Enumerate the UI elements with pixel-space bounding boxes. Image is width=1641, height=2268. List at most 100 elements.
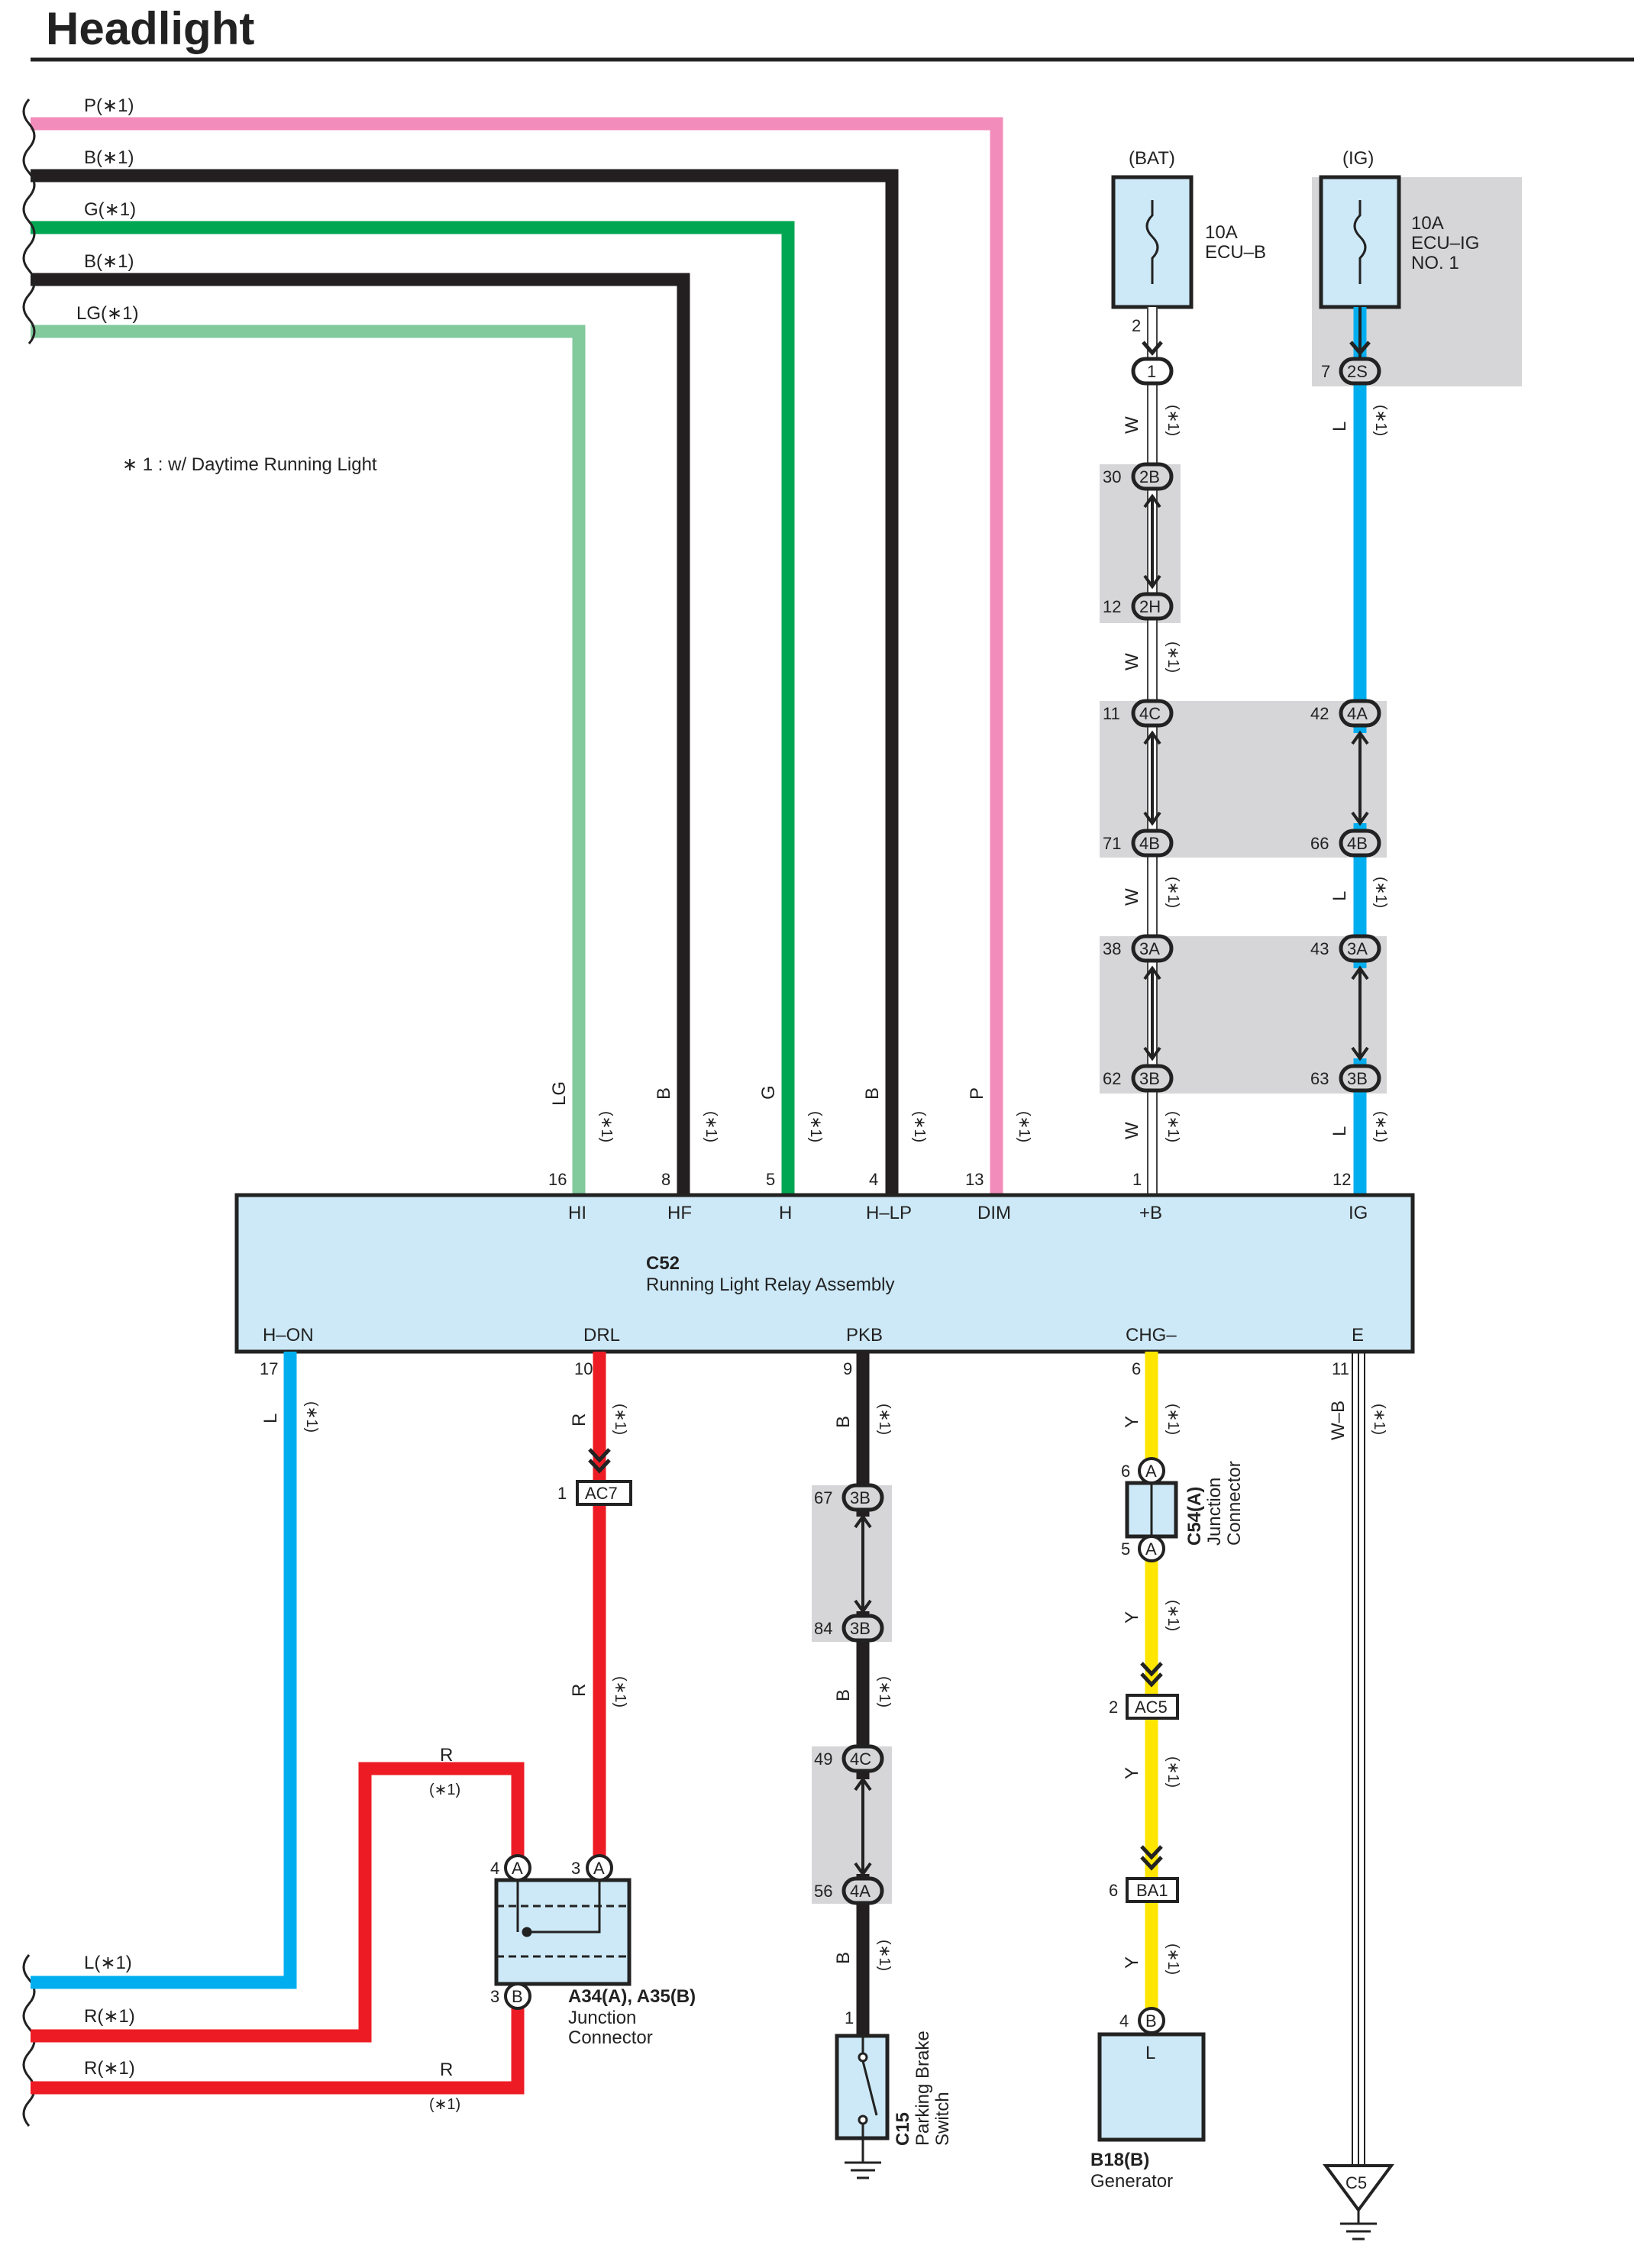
c54-name: C54(A) <box>1184 1487 1205 1546</box>
ig-wire-label-2: L <box>1329 891 1350 901</box>
ig-pin-66: 66 <box>1310 834 1329 853</box>
drl-wire-label-1: R <box>569 1413 590 1426</box>
drl-arrow <box>588 1448 611 1474</box>
ground-c5-icon <box>1323 2164 1394 2213</box>
bat-wire-label-1: W <box>1122 416 1142 434</box>
left-wire-label-l: L(∗1) <box>84 1953 132 1973</box>
wire-black-hlp <box>31 169 899 1195</box>
c54-pin-5-num: 5 <box>1121 1539 1130 1559</box>
ig-wire-label-1: L <box>1329 422 1350 431</box>
chg-wire-label-1: Y <box>1122 1416 1142 1428</box>
pkb-conn-3b-2: 3B <box>850 1619 871 1638</box>
left-wire-label-2: B(∗1) <box>84 147 134 168</box>
harness-breaks <box>22 99 36 2127</box>
wire-blue-hon <box>31 1352 297 1989</box>
bat-arrow <box>1142 341 1163 356</box>
chg-wire-label-3: Y <box>1122 1767 1142 1779</box>
conn-ac7-pin: 1 <box>557 1484 567 1503</box>
pin-name-pkb: PKB <box>846 1325 883 1346</box>
bat-conn-2b: 2B <box>1139 467 1160 486</box>
ig-conn-3b: 3B <box>1347 1069 1368 1088</box>
left-wire-label-4: B(∗1) <box>84 251 134 272</box>
pin-num-1: 1 <box>1132 1170 1142 1189</box>
drl-circuit: R (∗1) AC7 1 R (∗1) R (∗1) R (∗1) R(∗1) … <box>31 1352 696 2113</box>
top-pin-wire-labels: LG (∗1) B (∗1) G (∗1) B (∗1) P (∗1) <box>549 1081 1032 1142</box>
a34-pin-4-num: 4 <box>490 1859 499 1878</box>
conn-ac5-label: AC5 <box>1135 1698 1168 1717</box>
wire-label-lg: LG <box>549 1081 570 1106</box>
pin-num-10: 10 <box>574 1359 593 1378</box>
fuse-ecu-ig-name: ECU–IG <box>1411 233 1479 254</box>
bat-conn-3a: 3A <box>1139 939 1160 958</box>
ig-conn-4b: 4B <box>1347 834 1368 853</box>
ig-conn-3a: 3A <box>1347 939 1368 958</box>
bat-pin-12: 12 <box>1103 597 1121 616</box>
footnote: ∗ 1 : w/ Daytime Running Light <box>122 454 377 475</box>
pin-name-ig: IG <box>1349 1203 1368 1223</box>
generator-id: B18(B) <box>1090 2150 1149 2170</box>
conn-ba1-pin: 6 <box>1109 1881 1118 1900</box>
c54-pin-6-num: 6 <box>1121 1462 1130 1481</box>
left-wire-label-3: G(∗1) <box>84 199 136 220</box>
wire-label-g: G <box>758 1085 779 1100</box>
pin-num-17: 17 <box>260 1359 278 1378</box>
a34-pin-3-circle <box>586 1854 613 1882</box>
ast-g: (∗1) <box>807 1111 824 1142</box>
switch-id: C15 <box>893 2112 913 2146</box>
pin-name-hi: HI <box>568 1203 586 1223</box>
ground-c5-label: C5 <box>1345 2173 1367 2192</box>
pin-name-plus-b: +B <box>1139 1203 1162 1223</box>
left-wire-label-1: P(∗1) <box>84 95 134 116</box>
relay-name: Running Light Relay Assembly <box>646 1275 895 1295</box>
ig-ast-2: (∗1) <box>1372 877 1389 908</box>
bat-conn-2h: 2H <box>1139 597 1161 616</box>
a35-pin-3-letter: B <box>512 1987 523 2006</box>
left-wire-label-r1: R(∗1) <box>84 2006 135 2027</box>
conn-ac5-pin: 2 <box>1109 1698 1118 1717</box>
ig-ast-1: (∗1) <box>1372 405 1389 436</box>
chg-wire-label-4: Y <box>1122 1956 1142 1969</box>
wire-green-h <box>31 221 795 1195</box>
hon-ast: (∗1) <box>303 1401 320 1433</box>
generator-name: Generator <box>1090 2171 1173 2192</box>
ast-lg: (∗1) <box>598 1111 615 1142</box>
c54-pin-5-letter: A <box>1145 1539 1157 1559</box>
conn-ba1-label: BA1 <box>1136 1881 1168 1900</box>
drl-wire-label-2: R <box>569 1684 590 1697</box>
generator-box <box>1097 2032 1206 2142</box>
pkb-wire-label-1: B <box>833 1416 854 1428</box>
pin-name-hlp: H–LP <box>866 1203 912 1223</box>
relay-assembly: 16 HI 8 HF 5 H 4 H–LP 13 DIM 1 +B 12 IG … <box>234 1170 1415 1378</box>
wire-label-b2: B <box>862 1087 883 1100</box>
pkb-ast-1: (∗1) <box>876 1404 893 1435</box>
bat-ast-3: (∗1) <box>1165 877 1181 908</box>
fuse-ecu-b-rating: 10A <box>1205 222 1238 243</box>
relay-id: C52 <box>646 1253 680 1274</box>
left-wire-label-r2: R(∗1) <box>84 2058 135 2079</box>
hon-wire-label: L <box>260 1413 281 1423</box>
fuse-ecu-b-pin: 2 <box>1132 316 1141 335</box>
ig-pin-63: 63 <box>1310 1069 1329 1088</box>
top-left-wires <box>31 117 1003 1195</box>
switch-name-line1: Parking Brake <box>913 2031 933 2146</box>
wire-label-p: P <box>967 1087 987 1100</box>
pin-num-4: 4 <box>869 1170 878 1189</box>
bat-pin-38: 38 <box>1103 939 1121 958</box>
pin-num-13: 13 <box>965 1170 984 1189</box>
conn-1-label: 1 <box>1147 362 1156 381</box>
pkb-pin-56: 56 <box>814 1882 832 1901</box>
pin-name-dim: DIM <box>977 1203 1011 1223</box>
chg-circuit: Y (∗1) A 6 A 5 C54(A) Junction Connector… <box>1090 1352 1245 2192</box>
ig-conn-4a: 4A <box>1347 704 1368 723</box>
harness-break-top <box>22 99 36 344</box>
conn-2s-pin: 7 <box>1321 362 1330 381</box>
ast-p: (∗1) <box>1016 1111 1032 1142</box>
ac5-arrow <box>1140 1662 1163 1688</box>
conn-ac7 <box>576 1480 632 1506</box>
pkb-conn-4c: 4C <box>850 1749 871 1769</box>
chg-ast-1: (∗1) <box>1165 1404 1181 1435</box>
pin-name-hf: HF <box>667 1203 692 1223</box>
pkb-wire-label-2: B <box>833 1689 854 1701</box>
conn-2s-oval <box>1339 357 1381 386</box>
